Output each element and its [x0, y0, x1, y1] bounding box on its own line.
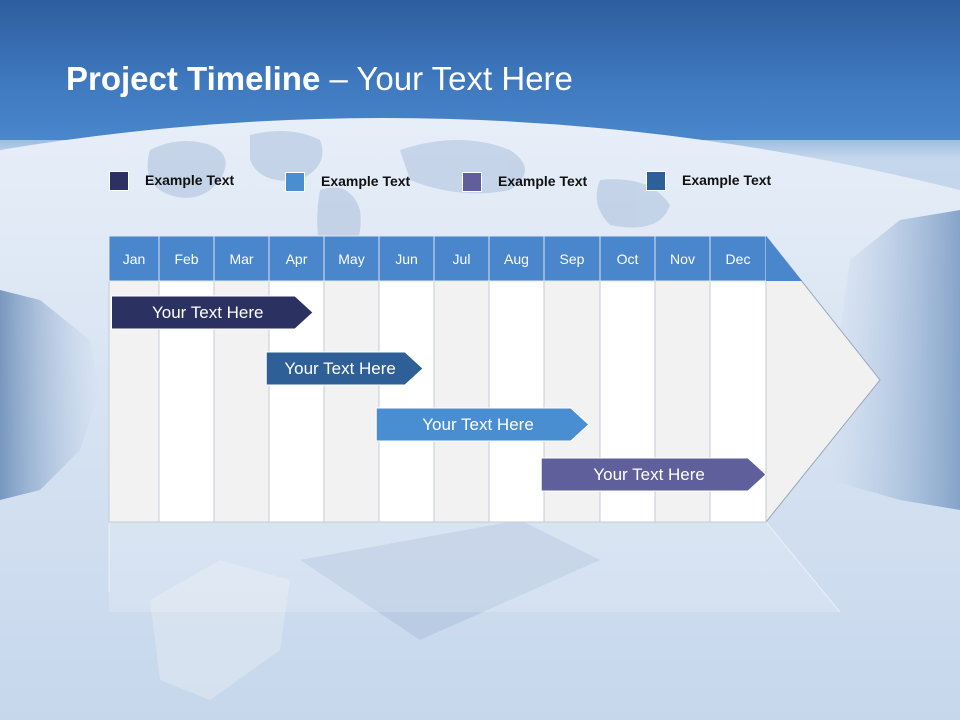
month-label-feb: Feb: [174, 251, 198, 267]
month-label-dec: Dec: [726, 251, 751, 267]
month-label-may: May: [338, 251, 364, 267]
month-label-jun: Jun: [395, 251, 418, 267]
legend-swatch-2: [285, 172, 305, 192]
task-bar-3: [375, 407, 590, 442]
month-label-jul: Jul: [453, 251, 471, 267]
month-column-aug: [488, 280, 545, 523]
slide-title: Project Timeline – Your Text Here: [66, 60, 573, 98]
reflection-edge-right: [765, 521, 841, 613]
month-header-sep: [543, 235, 601, 282]
title-band: [0, 0, 960, 140]
timeline-reflection: [109, 522, 840, 612]
title-rest: – Your Text Here: [320, 60, 573, 97]
month-label-mar: Mar: [229, 251, 253, 267]
task-bar-4: [540, 457, 767, 492]
month-header-jul: [433, 235, 490, 282]
month-header-aug: [488, 235, 545, 282]
month-label-aug: Aug: [504, 251, 529, 267]
month-label-oct: Oct: [617, 251, 639, 267]
month-column-jun: [378, 280, 435, 523]
task-bar-2: [265, 351, 424, 386]
month-header-dec: [709, 235, 767, 282]
month-label-nov: Nov: [670, 251, 695, 267]
header-arrow-cap: [766, 236, 802, 281]
task-bar-1: [111, 295, 314, 330]
month-header-feb: [158, 235, 215, 282]
month-label-sep: Sep: [560, 251, 585, 267]
task-label-3: Your Text Here: [422, 415, 534, 434]
legend-label-3: Example Text: [498, 173, 588, 189]
month-header-apr: [268, 235, 325, 282]
task-label-1: Your Text Here: [152, 303, 264, 322]
legend-swatch-3: [462, 172, 482, 192]
month-header-oct: [599, 235, 656, 282]
legend-label-4: Example Text: [682, 172, 772, 188]
task-label-2: Your Text Here: [284, 359, 396, 378]
legend-swatch-1: [109, 171, 129, 191]
month-header-nov: [654, 235, 711, 282]
month-header-may: [323, 235, 380, 282]
month-column-may: [323, 280, 380, 523]
month-header-jan: [108, 235, 160, 282]
month-label-jan: Jan: [123, 251, 146, 267]
legend-swatch-4: [646, 171, 666, 191]
title-bold: Project Timeline: [66, 60, 321, 97]
month-label-apr: Apr: [286, 251, 308, 267]
legend-label-1: Example Text: [145, 172, 235, 188]
task-label-4: Your Text Here: [593, 465, 705, 484]
month-column-jul: [433, 280, 490, 523]
legend-label-2: Example Text: [321, 173, 411, 189]
